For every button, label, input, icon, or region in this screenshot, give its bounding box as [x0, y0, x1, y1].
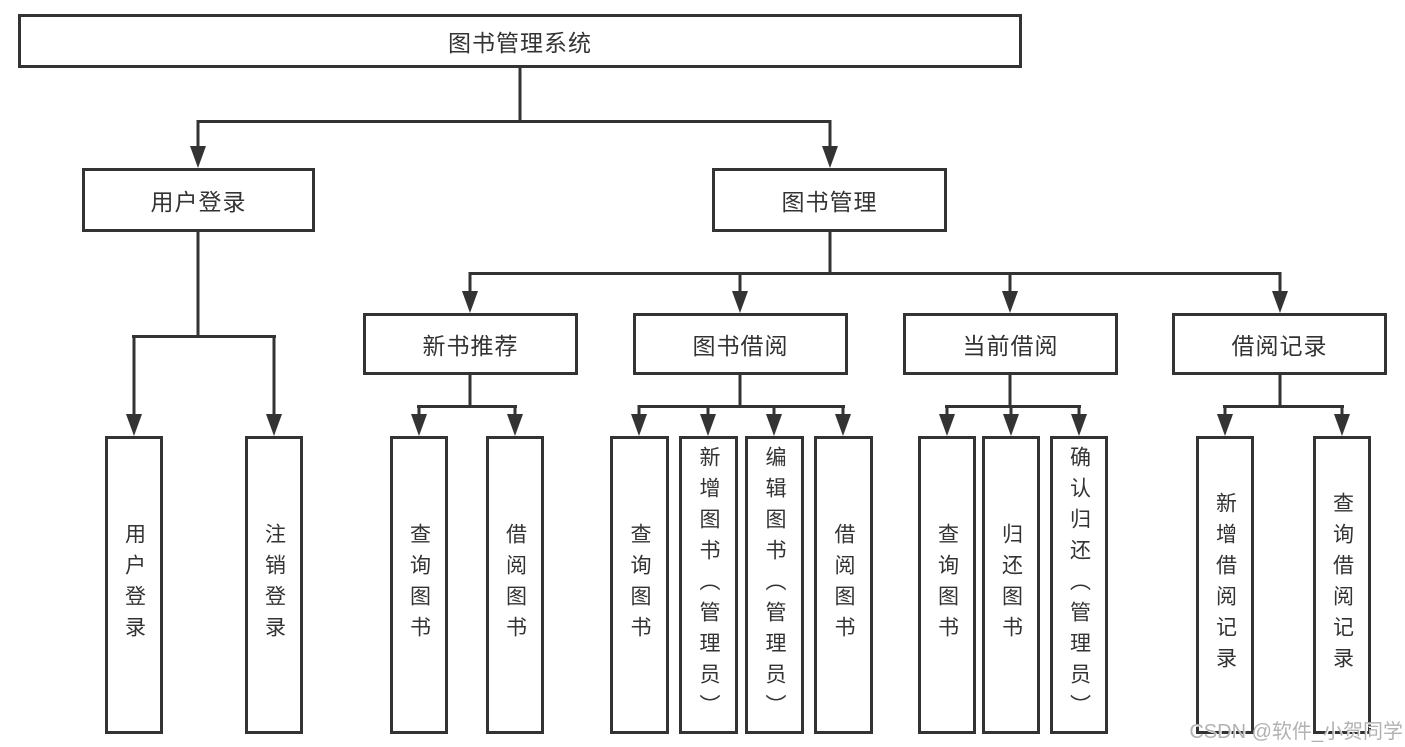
leaf-borrow-edit-books-admin: 编辑图书（管理员）	[745, 436, 804, 734]
arrow-down-icon	[1003, 414, 1019, 436]
leaf-borrow-query-books-label: 查询图书	[628, 523, 651, 647]
node-current-borrow-label: 当前借阅	[962, 333, 1059, 359]
connector-rail	[1223, 405, 1344, 408]
leaf-recommend-query-books-label: 查询图书	[407, 523, 431, 647]
arrow-down-icon	[190, 146, 206, 168]
connector-drop	[468, 272, 472, 293]
leaf-borrow-query-books: 查询图书	[610, 436, 669, 734]
connector-drop	[945, 405, 949, 416]
node-user-login: 用户登录	[82, 168, 315, 232]
connector-drop	[132, 335, 136, 416]
leaf-logout-label: 注销登录	[262, 523, 286, 647]
connector-stem	[828, 232, 832, 274]
connector-drop	[828, 120, 832, 148]
leaf-current-confirm-return-admin-label: 确认归还（管理员）	[1067, 445, 1091, 725]
connector-stem	[1008, 375, 1012, 407]
arrow-down-icon	[1002, 291, 1018, 313]
node-user-login-label: 用户登录	[150, 189, 247, 215]
arrow-down-icon	[1334, 414, 1350, 436]
leaf-borrow-add-books-admin: 新增图书（管理员）	[679, 436, 738, 734]
node-root: 图书管理系统	[18, 14, 1022, 68]
leaf-recommend-query-books: 查询图书	[390, 436, 448, 734]
connector-rail	[197, 120, 831, 123]
node-current-borrow: 当前借阅	[903, 313, 1118, 375]
connector-drop	[417, 405, 421, 416]
leaf-recommend-borrow-books-label: 借阅图书	[503, 523, 527, 647]
connector-drop	[196, 120, 200, 148]
arrow-down-icon	[835, 414, 851, 436]
leaf-records-query-record: 查询借阅记录	[1313, 436, 1371, 734]
connector-rail	[638, 405, 845, 408]
leaf-current-query-books-label: 查询图书	[935, 523, 959, 647]
connector-drop	[1340, 405, 1344, 416]
connector-rail	[132, 335, 276, 338]
node-book-borrow: 图书借阅	[633, 313, 848, 375]
leaf-borrow-add-books-admin-label: 新增图书（管理员）	[697, 445, 720, 725]
leaf-current-confirm-return-admin: 确认归还（管理员）	[1050, 436, 1108, 734]
leaf-records-add-record-label: 新增借阅记录	[1213, 492, 1237, 678]
connector-stem	[738, 375, 742, 407]
node-borrow-records-label: 借阅记录	[1231, 333, 1328, 359]
connector-drop	[513, 405, 517, 416]
leaf-user-login: 用户登录	[105, 436, 163, 734]
connector-stem	[518, 68, 522, 122]
connector-drop	[738, 272, 742, 293]
arrow-down-icon	[732, 291, 748, 313]
arrow-down-icon	[266, 414, 282, 436]
connector-drop	[1008, 272, 1012, 293]
arrow-down-icon	[507, 414, 523, 436]
connector-drop	[706, 405, 710, 416]
arrow-down-icon	[462, 291, 478, 313]
node-new-book-recommend-label: 新书推荐	[422, 333, 519, 359]
leaf-borrow-edit-books-admin-label: 编辑图书（管理员）	[763, 445, 786, 725]
arrow-down-icon	[939, 414, 955, 436]
node-root-label: 图书管理系统	[448, 30, 592, 56]
arrow-down-icon	[766, 414, 782, 436]
arrow-down-icon	[1272, 291, 1288, 313]
leaf-records-add-record: 新增借阅记录	[1196, 436, 1254, 734]
connector-drop	[637, 405, 641, 416]
connector-drop	[272, 335, 276, 416]
leaf-borrow-borrow-books-label: 借阅图书	[832, 523, 855, 647]
connector-drop	[1077, 405, 1081, 416]
leaf-records-query-record-label: 查询借阅记录	[1330, 492, 1354, 678]
connector-rail	[945, 405, 1081, 408]
leaf-current-return-books-label: 归还图书	[999, 523, 1023, 647]
connector-rail	[417, 405, 517, 408]
connector-drop	[841, 405, 845, 416]
node-borrow-records: 借阅记录	[1172, 313, 1387, 375]
leaf-borrow-borrow-books: 借阅图书	[814, 436, 873, 734]
node-new-book-recommend: 新书推荐	[363, 313, 578, 375]
leaf-user-login-label: 用户登录	[122, 523, 146, 647]
arrow-down-icon	[411, 414, 427, 436]
node-book-management-label: 图书管理	[781, 189, 878, 215]
connector-rail	[469, 272, 1281, 275]
arrow-down-icon	[822, 146, 838, 168]
arrow-down-icon	[126, 414, 142, 436]
leaf-current-query-books: 查询图书	[918, 436, 976, 734]
connector-drop	[772, 405, 776, 416]
csdn-watermark: CSDN @软件_小贺同学	[1189, 721, 1403, 743]
connector-drop	[1009, 405, 1013, 416]
arrow-down-icon	[631, 414, 647, 436]
connector-stem	[1278, 375, 1282, 407]
leaf-logout: 注销登录	[245, 436, 303, 734]
arrow-down-icon	[700, 414, 716, 436]
connector-drop	[1278, 272, 1282, 293]
connector-drop	[1223, 405, 1227, 416]
leaf-current-return-books: 归还图书	[982, 436, 1040, 734]
arrow-down-icon	[1071, 414, 1087, 436]
connector-stem	[468, 375, 472, 407]
connector-stem	[196, 232, 200, 337]
node-book-management: 图书管理	[712, 168, 947, 232]
leaf-recommend-borrow-books: 借阅图书	[486, 436, 544, 734]
arrow-down-icon	[1217, 414, 1233, 436]
node-book-borrow-label: 图书借阅	[692, 333, 789, 359]
